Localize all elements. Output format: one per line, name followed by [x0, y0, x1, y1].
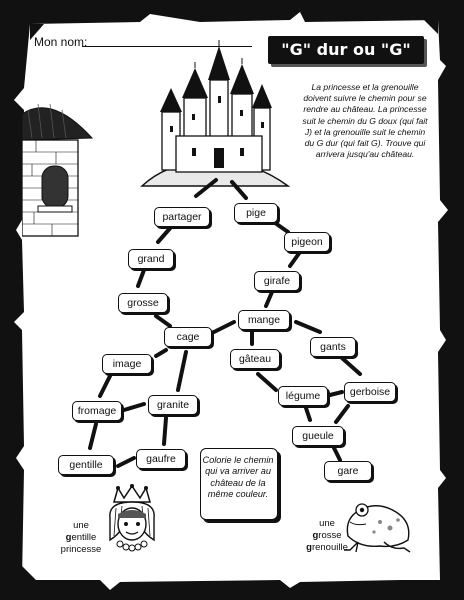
path-dash — [288, 250, 302, 268]
princess-illustration — [109, 484, 155, 552]
word-legume[interactable]: légume — [278, 386, 328, 406]
princess-caption-bold-g: g — [65, 532, 72, 543]
path-dash — [340, 356, 362, 376]
path-dash — [256, 372, 278, 392]
path-dash — [230, 180, 248, 200]
name-write-line[interactable] — [82, 46, 252, 47]
path-dash — [136, 268, 146, 288]
frog-caption: une grosse grenouille — [296, 518, 358, 554]
princess-caption: une gentille princesse — [52, 520, 110, 556]
frog-caption-line2: grosse — [296, 530, 358, 542]
word-image[interactable]: image — [102, 354, 152, 374]
word-gare[interactable]: gare — [324, 461, 372, 481]
path-dash — [194, 178, 218, 198]
word-pigeon[interactable]: pigeon — [284, 232, 330, 252]
frog-caption-line1: une — [319, 518, 335, 529]
word-cage[interactable]: cage — [164, 327, 212, 347]
word-gateau[interactable]: gâteau — [230, 349, 280, 369]
path-dash — [162, 416, 168, 446]
path-dash — [294, 320, 322, 334]
frog-caption-bold-g2: g — [306, 542, 312, 553]
princess-caption-line1: une — [73, 520, 89, 531]
castle-illustration — [140, 40, 290, 187]
path-dash — [116, 456, 136, 468]
path-dash — [334, 404, 350, 424]
path-dash — [156, 224, 174, 244]
word-fromage[interactable]: fromage — [72, 401, 122, 421]
path-dash — [304, 406, 312, 422]
name-label: Mon nom: — [34, 35, 88, 49]
page-number: 5 — [421, 564, 429, 576]
word-gentille[interactable]: gentille — [58, 455, 114, 475]
path-dash — [88, 422, 98, 450]
frog-illustration — [344, 503, 411, 553]
word-mange[interactable]: mange — [238, 310, 290, 330]
title-banner — [268, 36, 424, 64]
coloring-note-box — [200, 448, 278, 520]
path-dash — [98, 374, 112, 398]
word-pige[interactable]: pige — [234, 203, 278, 223]
page-title: "G" dur ou "G" doux? — [281, 40, 411, 87]
path-dash — [154, 348, 168, 358]
frog-caption-bold-g1: g — [312, 530, 319, 541]
instructions-text: La princesse et la grenouille doivent su… — [302, 82, 428, 160]
word-gaufre[interactable]: gaufre — [136, 449, 186, 469]
princess-caption-line2: gentille — [52, 532, 110, 544]
frog-caption-line2-rest: rosse — [318, 530, 342, 541]
word-partager[interactable]: partager — [154, 207, 210, 227]
princess-caption-line2-rest: entille — [71, 532, 97, 543]
coloring-note-text: Colorie le chemin qui va arriver au chât… — [202, 455, 274, 500]
word-gerboise[interactable]: gerboise — [344, 382, 396, 402]
frog-caption-line3: grenouille — [296, 542, 358, 554]
path-dash — [154, 314, 172, 328]
word-grand[interactable]: grand — [128, 249, 174, 269]
word-girafe[interactable]: girafe — [254, 271, 300, 291]
word-gants[interactable]: gants — [310, 337, 356, 357]
tower-illustration — [22, 103, 94, 237]
path-dash — [176, 350, 188, 392]
princess-caption-line3: princesse — [60, 544, 102, 555]
word-gueule[interactable]: gueule — [292, 426, 344, 446]
path-dash — [212, 320, 236, 334]
word-granite[interactable]: granite — [148, 395, 198, 415]
frog-caption-line3-rest: renouille — [311, 542, 348, 553]
path-dash — [264, 290, 274, 308]
word-grosse[interactable]: grosse — [118, 293, 168, 313]
path-dash — [332, 446, 342, 462]
path-dash — [324, 390, 344, 398]
path-dash — [122, 402, 146, 412]
